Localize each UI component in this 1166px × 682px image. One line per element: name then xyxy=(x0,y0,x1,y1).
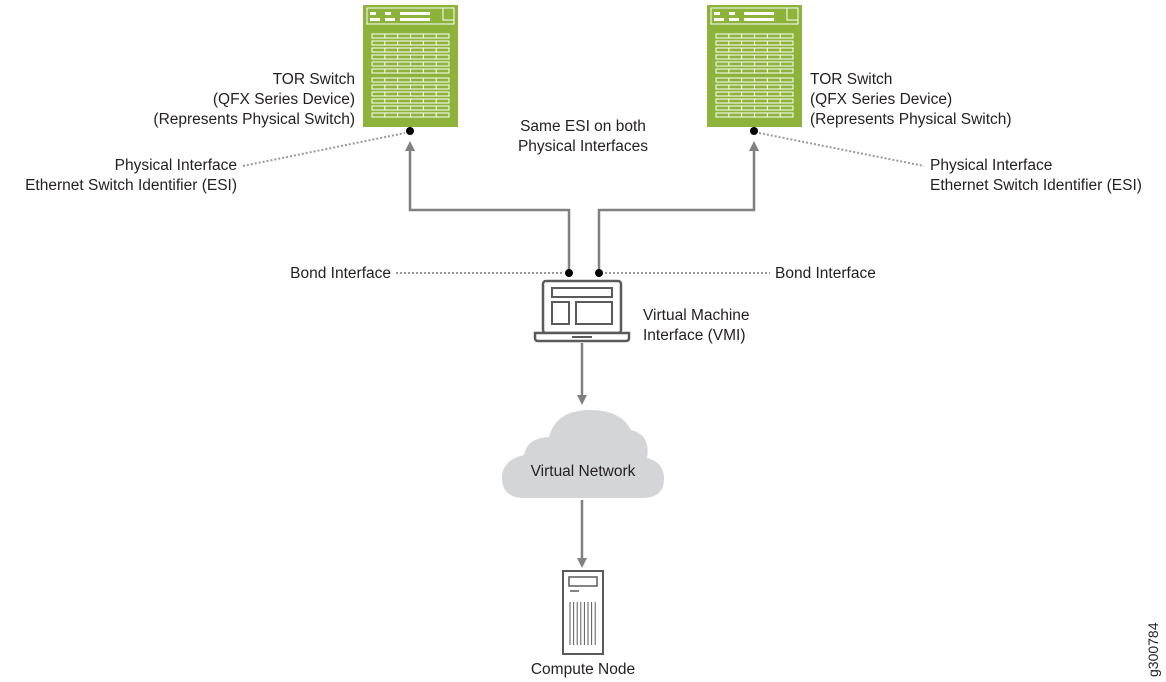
compute-node-label: Compute Node xyxy=(531,661,635,678)
vmi-label-line2: Interface (VMI) xyxy=(643,327,746,344)
right-switch-model: (QFX Series Device) xyxy=(810,91,952,108)
left-physical-interface-dot xyxy=(406,127,414,135)
esi-note-line2: Physical Interfaces xyxy=(518,138,648,155)
right-switch-title: TOR Switch xyxy=(810,71,892,88)
right-physical-interface-label: Physical Interface xyxy=(930,157,1052,174)
laptop-icon xyxy=(533,279,631,343)
right-switch-desc: (Represents Physical Switch) xyxy=(810,111,1012,128)
left-uplink-arrow xyxy=(405,141,571,272)
left-esi-label: Ethernet Switch Identifier (ESI) xyxy=(25,177,237,194)
esi-note-line1: Same ESI on both xyxy=(520,118,646,135)
right-uplink-arrow xyxy=(597,141,759,272)
left-bond-interface-label: Bond Interface xyxy=(290,265,391,282)
right-bond-interface-label: Bond Interface xyxy=(775,265,876,282)
virtual-network-label: Virtual Network xyxy=(531,463,636,480)
left-tor-switch: TOR Switch (QFX Series Device) (Represen… xyxy=(153,5,458,135)
figure-id: g300784 xyxy=(1145,622,1161,677)
right-physical-interface-dot xyxy=(750,127,758,135)
cloud-icon xyxy=(502,410,664,498)
network-switch-icon xyxy=(363,5,458,127)
left-switch-model: (QFX Series Device) xyxy=(213,91,355,108)
network-switch-icon xyxy=(707,5,802,127)
right-esi-label: Ethernet Switch Identifier (ESI) xyxy=(930,177,1142,194)
left-bond-dot xyxy=(565,269,573,277)
right-bond-dot xyxy=(595,269,603,277)
left-switch-desc: (Represents Physical Switch) xyxy=(153,111,355,128)
right-physical-leader xyxy=(758,132,925,167)
right-tor-switch: TOR Switch (QFX Series Device) (Represen… xyxy=(707,5,1012,135)
left-physical-leader xyxy=(242,132,406,167)
vmi-label-line1: Virtual Machine xyxy=(643,307,750,324)
left-physical-interface-label: Physical Interface xyxy=(115,157,237,174)
server-tower-icon xyxy=(562,570,604,655)
left-switch-title: TOR Switch xyxy=(273,71,355,88)
